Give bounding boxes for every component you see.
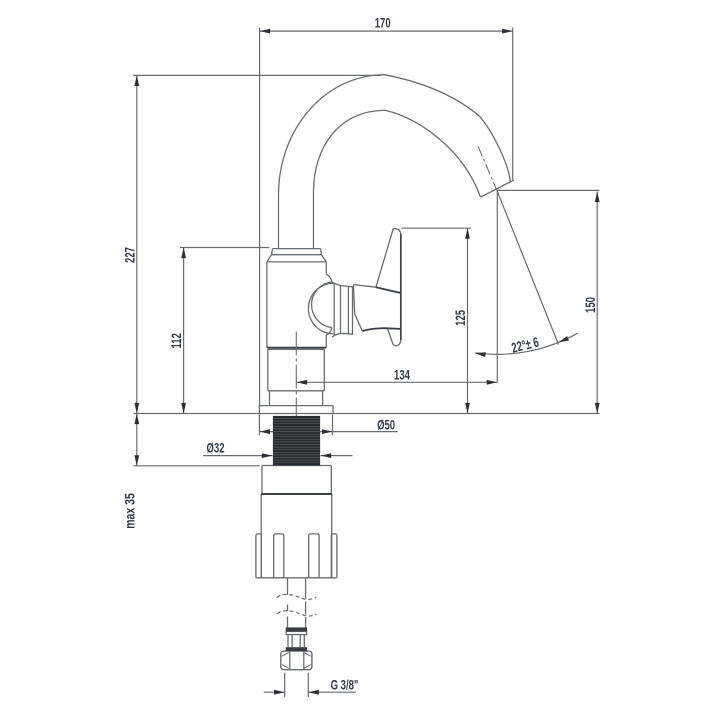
svg-text:112: 112 — [168, 333, 184, 349]
svg-text:Ø32: Ø32 — [207, 440, 225, 456]
svg-text:G 3/8": G 3/8" — [331, 677, 359, 693]
svg-text:170: 170 — [375, 15, 391, 31]
svg-text:134: 134 — [394, 366, 410, 382]
svg-text:22°± 6: 22°± 6 — [510, 334, 541, 357]
svg-text:150: 150 — [582, 297, 598, 313]
svg-text:Ø50: Ø50 — [377, 416, 395, 432]
svg-text:125: 125 — [452, 310, 468, 326]
svg-text:227: 227 — [122, 247, 138, 263]
svg-text:max 35: max 35 — [122, 493, 138, 529]
